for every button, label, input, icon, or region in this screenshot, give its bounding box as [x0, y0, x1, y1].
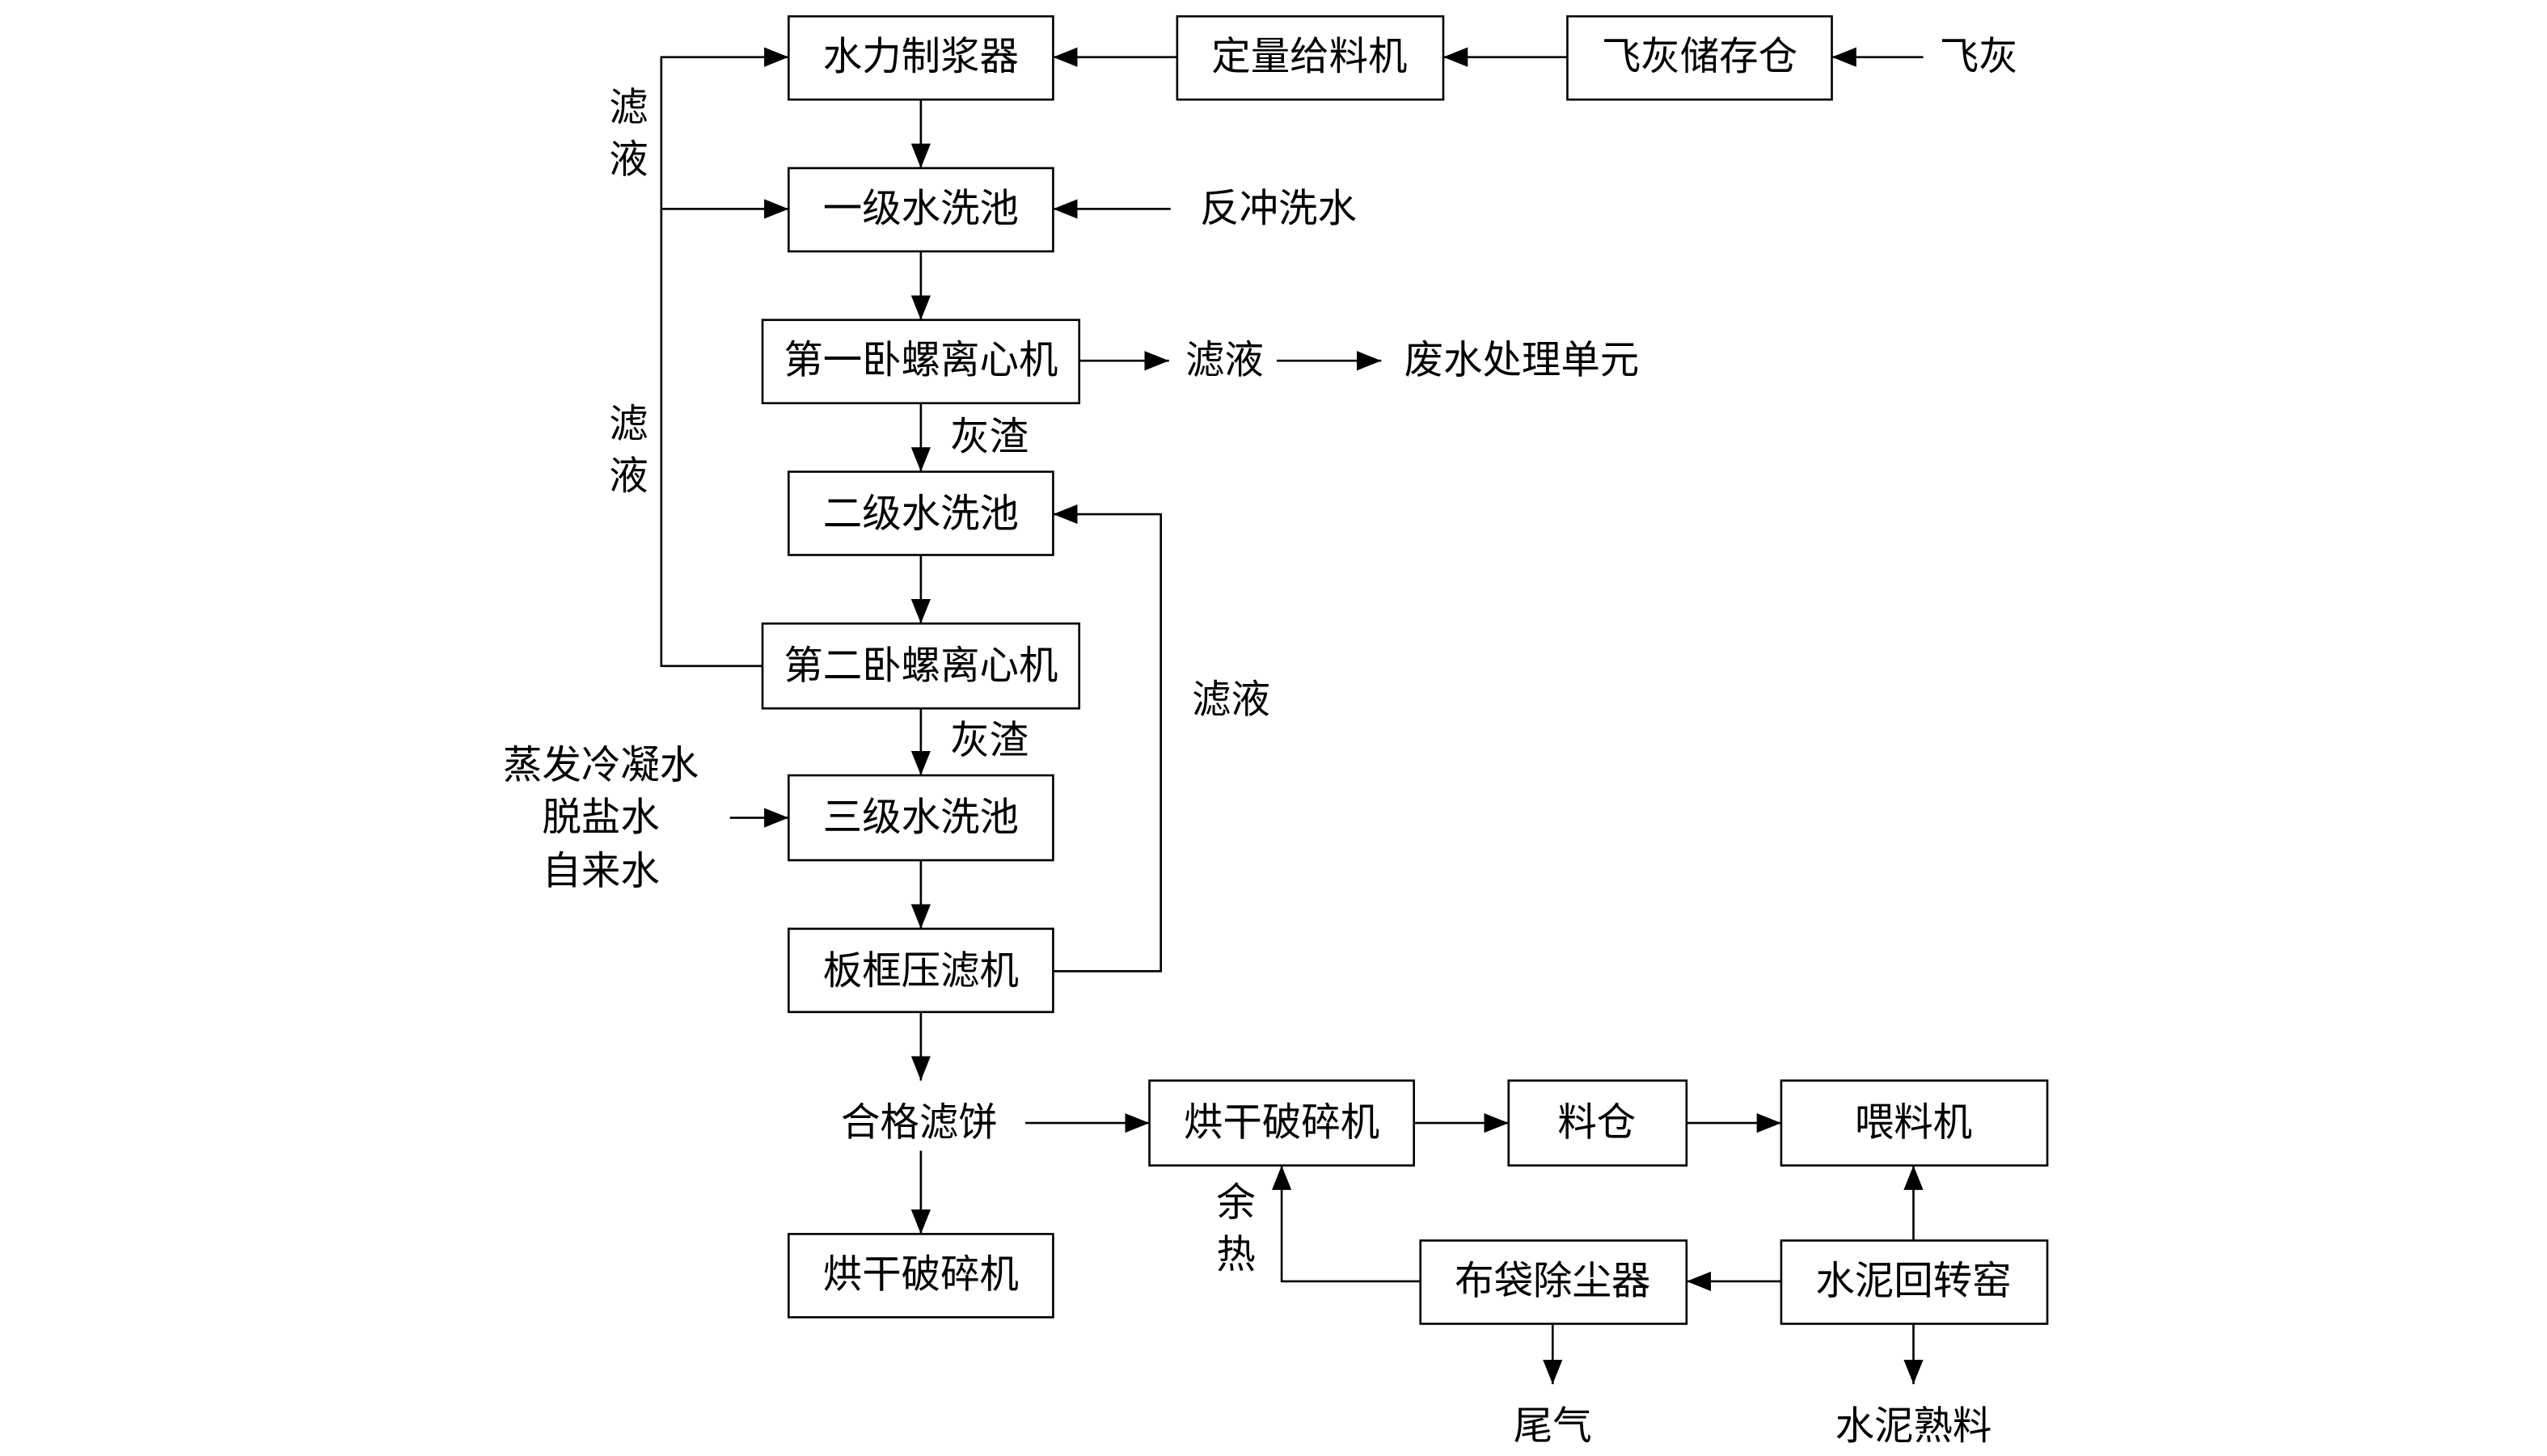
- wash-tank-1-box: 一级水洗池: [788, 167, 1054, 253]
- dryer-crusher-right-label: 烘干破碎机: [1184, 1102, 1379, 1145]
- filter-press-box: 板框压滤机: [788, 927, 1054, 1014]
- water-source-evaporation-condensate: 蒸发冷凝水: [503, 744, 699, 787]
- backwash-water-label: 反冲洗水: [1200, 188, 1357, 230]
- rotary-kiln-label: 水泥回转窑: [1815, 1260, 2011, 1302]
- ash-residue-2-label: 灰渣: [950, 720, 1029, 762]
- arrow-filtrate-return-to-wash2: [1053, 504, 1162, 973]
- filtrate-out-label: 滤液: [1185, 340, 1264, 382]
- fly-ash-label: 飞灰: [1940, 36, 2018, 78]
- ash-residue-1-label: 灰渣: [950, 416, 1029, 459]
- feeding-machine-box: 喂料机: [1780, 1079, 2049, 1167]
- bag-filter-label: 布袋除尘器: [1455, 1260, 1650, 1302]
- centrifuge-1-box: 第一卧螺离心机: [761, 319, 1081, 405]
- pulper-box: 水力制浆器: [788, 15, 1054, 101]
- dryer-crusher-bottom-box: 烘干破碎机: [788, 1233, 1054, 1319]
- quantitative-feeder-box: 定量给料机: [1176, 15, 1445, 101]
- fly-ash-silo-box: 飞灰储存仓: [1566, 15, 1833, 101]
- wash-tank-2-label: 二级水洗池: [823, 493, 1019, 536]
- bag-filter-box: 布袋除尘器: [1419, 1239, 1688, 1325]
- arrow-waste-heat-to-dryer: [1271, 1165, 1421, 1283]
- filtrate-right-label: 滤液: [1192, 679, 1270, 722]
- water-source-desalinated: 脱盐水: [542, 796, 659, 839]
- wash-tank-1-label: 一级水洗池: [823, 188, 1019, 230]
- rotary-kiln-box: 水泥回转窑: [1780, 1239, 2049, 1325]
- wash-tank-3-box: 三级水洗池: [788, 774, 1054, 862]
- fly-ash-silo-label: 飞灰储存仓: [1602, 36, 1797, 78]
- feeding-machine-label: 喂料机: [1855, 1102, 1972, 1145]
- wash-tank-2-box: 二级水洗池: [788, 471, 1054, 556]
- arrow-filtrate-return-to-pulper: [660, 47, 789, 668]
- filtrate-left-top-char-2: 液: [609, 138, 648, 181]
- storage-bin-label: 料仓: [1557, 1102, 1636, 1145]
- tail-gas-label: 尾气: [1514, 1405, 1592, 1448]
- dryer-crusher-bottom-label: 烘干破碎机: [823, 1253, 1019, 1296]
- filtrate-left-top-char-1: 滤: [609, 87, 648, 129]
- wash-tank-3-label: 三级水洗池: [823, 796, 1019, 839]
- quantitative-feeder-label: 定量给料机: [1211, 36, 1407, 78]
- water-source-tap: 自来水: [542, 850, 659, 893]
- filtrate-left-bottom-char-1: 滤: [609, 403, 648, 445]
- waste-heat-char-2: 热: [1216, 1234, 1255, 1277]
- filter-cake-label: 合格滤饼: [841, 1102, 998, 1145]
- cement-clinker-label: 水泥熟料: [1835, 1405, 1992, 1448]
- centrifuge-1-label: 第一卧螺离心机: [784, 340, 1058, 382]
- centrifuge-2-box: 第二卧螺离心机: [761, 622, 1081, 710]
- waste-heat-char-1: 余: [1216, 1182, 1255, 1225]
- pulper-label: 水力制浆器: [823, 36, 1019, 78]
- centrifuge-2-label: 第二卧螺离心机: [784, 644, 1058, 687]
- filtrate-left-bottom-char-2: 液: [609, 455, 648, 498]
- dryer-crusher-right-box: 烘干破碎机: [1148, 1079, 1415, 1167]
- filter-press-label: 板框压滤机: [823, 950, 1019, 993]
- storage-bin-box: 料仓: [1507, 1079, 1688, 1167]
- wastewater-unit-label: 废水处理单元: [1404, 340, 1640, 382]
